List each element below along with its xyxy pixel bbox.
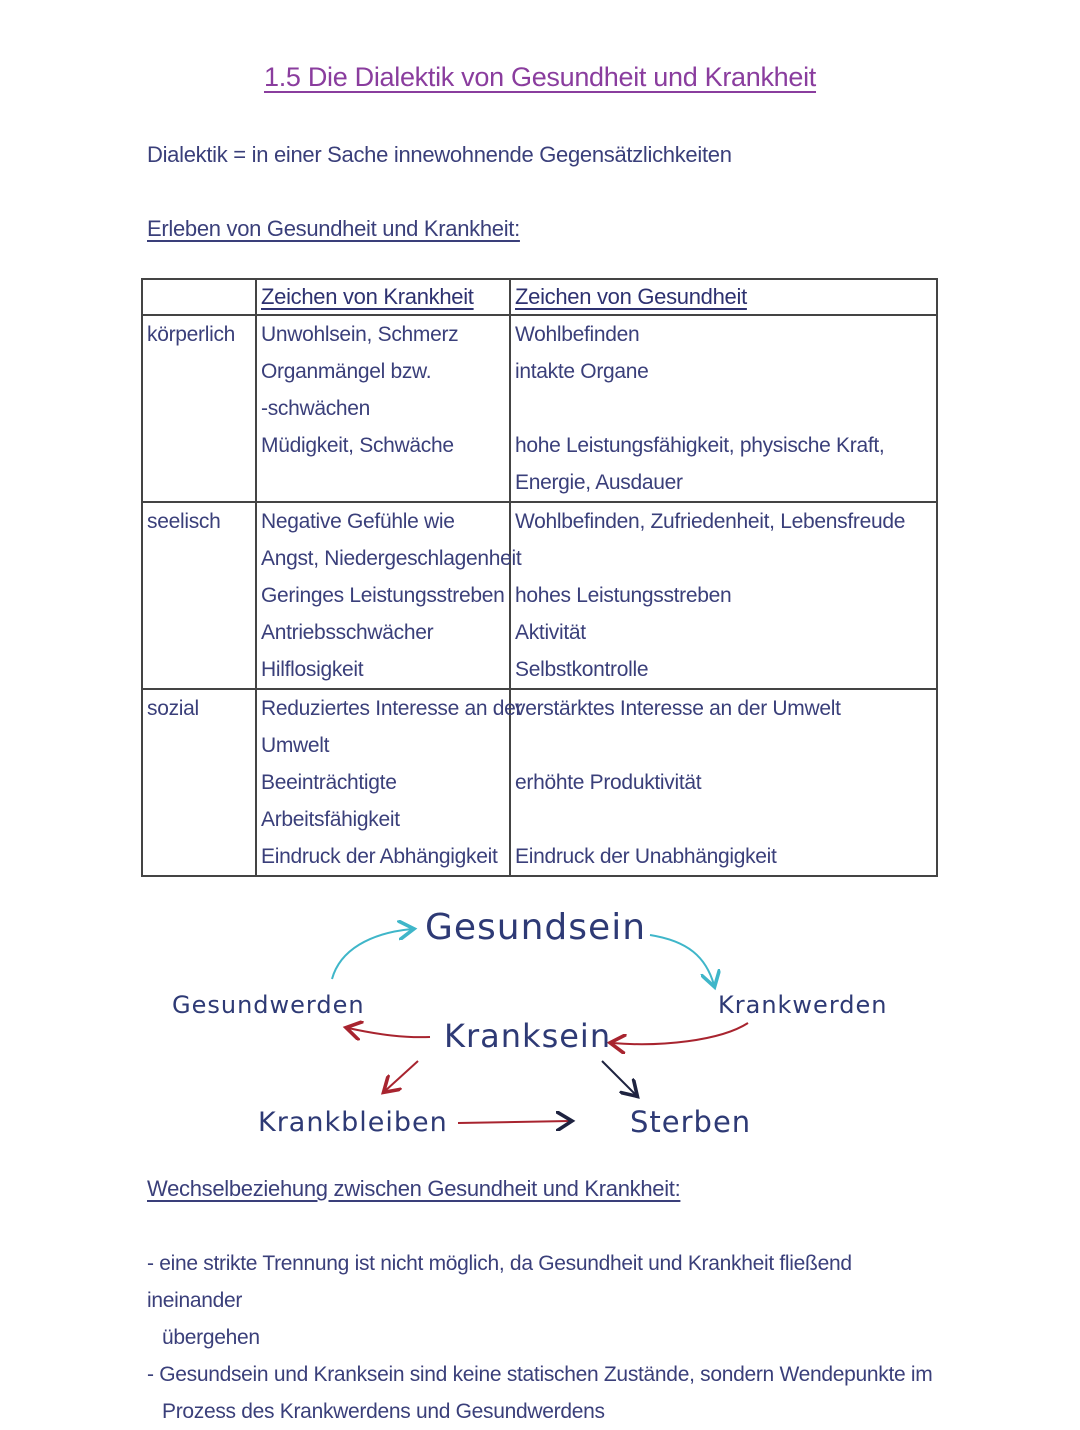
cell-line: Energie, Ausdauer: [515, 471, 683, 494]
cell-line: hohe Leistungsfähigkeit, physische Kraft…: [515, 434, 885, 457]
cell-line: -schwächen: [261, 397, 371, 420]
cell-line: Organmängel bzw.: [261, 360, 432, 383]
cell-line: Hilflosigkeit: [261, 658, 364, 681]
cell-line: Angst, Niedergeschlagenheit: [261, 547, 522, 570]
list-item: - Gesundsein und Kranksein sind keine st…: [147, 1363, 933, 1386]
table-header-health: Zeichen von Gesundheit: [509, 278, 938, 316]
arrow-krankwerden-to-kranksein: [612, 1022, 749, 1044]
arrow-gesundwerden-to-gesundsein: [331, 929, 412, 980]
illness-cell: Unwohlsein, Schmerz Organmängel bzw. -sc…: [255, 314, 511, 503]
cell-line: Selbstkontrolle: [515, 658, 649, 681]
arrow-kranksein-to-sterben: [601, 1060, 636, 1095]
health-cell: Wohlbefinden, Zufriedenheit, Lebensfreud…: [509, 501, 938, 690]
row-label-koerperlich: körperlich: [141, 314, 257, 503]
illness-cell: Reduziertes Interesse an der Umwelt Beei…: [255, 688, 523, 877]
list-item-continuation: übergehen: [162, 1326, 260, 1349]
cell-line: Eindruck der Unabhängigkeit: [515, 845, 777, 868]
health-cell: Wohlbefinden intakte Organe hohe Leistun…: [509, 314, 938, 503]
cell-line: Wohlbefinden, Zufriedenheit, Lebensfreud…: [515, 510, 906, 533]
table-header-empty: [141, 278, 257, 316]
cell-line: Eindruck der Abhängigkeit: [261, 845, 498, 868]
cell-line: [261, 464, 505, 501]
cycle-arrows: [331, 885, 749, 1165]
section-heading-interrelation: Wechselbeziehung zwischen Gesundheit und…: [147, 1176, 681, 1201]
row-label-sozial: sozial: [141, 688, 257, 877]
cell-line: Arbeitsfähigkeit: [261, 808, 400, 831]
health-cell: verstärktes Interesse an der Umwelt erhö…: [509, 688, 938, 877]
cell-line: [515, 390, 932, 427]
cell-line: Umwelt: [261, 734, 330, 757]
signs-table: Zeichen von Krankheit Zeichen von Gesund…: [141, 278, 938, 877]
label-kranksein: Kranksein: [444, 1017, 612, 1055]
list-item: - eine strikte Trennung ist nicht möglic…: [147, 1252, 852, 1312]
cell-line: [515, 727, 932, 764]
definition-text: Dialektik = in einer Sache innewohnende …: [147, 142, 732, 167]
table-header-row: Zeichen von Krankheit Zeichen von Gesund…: [141, 278, 938, 316]
cell-line: Negative Gefühle wie: [261, 510, 455, 533]
cell-line: Geringes Leistungsstreben: [261, 584, 505, 607]
page-title: 1.5 Die Dialektik von Gesundheit und Kra…: [263, 62, 817, 92]
illness-cell: Negative Gefühle wie Angst, Niedergeschl…: [255, 501, 522, 690]
arrow-kranksein-to-gesundwerden: [348, 1028, 431, 1037]
cell-line: Reduziertes Interesse an der: [261, 697, 523, 720]
list-item-continuation: Prozess des Krankwerdens und Gesundwerde…: [162, 1400, 605, 1423]
label-gesundwerden: Gesundwerden: [172, 991, 365, 1019]
table-row: körperlich Unwohlsein, Schmerz Organmäng…: [141, 314, 938, 503]
cell-line: [515, 540, 932, 577]
label-gesundsein: Gesundsein: [425, 907, 647, 948]
cell-line: Aktivität: [515, 621, 586, 644]
arrow-kranksein-to-krankbleiben: [385, 1060, 419, 1091]
label-krankbleiben: Krankbleiben: [258, 1107, 448, 1138]
health-cycle-diagram: Gesundsein Gesundwerden Krankwerden Kran…: [0, 885, 1080, 1165]
section-heading-experience: Erleben von Gesundheit und Krankheit:: [147, 216, 520, 241]
cell-line: Wohlbefinden: [515, 323, 640, 346]
label-sterben: Sterben: [630, 1105, 752, 1139]
cell-line: intakte Organe: [515, 360, 649, 383]
cell-line: [515, 801, 932, 838]
arrow-gesundsein-to-krankwerden: [649, 934, 714, 985]
table-row: seelisch Negative Gefühle wie Angst, Nie…: [141, 501, 938, 690]
cell-line: Unwohlsein, Schmerz: [261, 323, 459, 346]
interrelation-list: - eine strikte Trennung ist nicht möglic…: [147, 1245, 947, 1430]
cell-line: erhöhte Produktivität: [515, 771, 702, 794]
table-row: sozial Reduziertes Interesse an der Umwe…: [141, 688, 938, 877]
arrow-krankbleiben-to-sterben: [457, 1121, 570, 1123]
cell-line: Beeinträchtigte: [261, 771, 397, 794]
cell-line: verstärktes Interesse an der Umwelt: [515, 697, 841, 720]
cell-line: Müdigkeit, Schwäche: [261, 434, 454, 457]
label-krankwerden: Krankwerden: [718, 991, 888, 1019]
row-label-seelisch: seelisch: [141, 501, 257, 690]
cell-line: hohes Leistungsstreben: [515, 584, 732, 607]
table-header-illness: Zeichen von Krankheit: [255, 278, 511, 316]
cell-line: Antriebsschwächer: [261, 621, 434, 644]
